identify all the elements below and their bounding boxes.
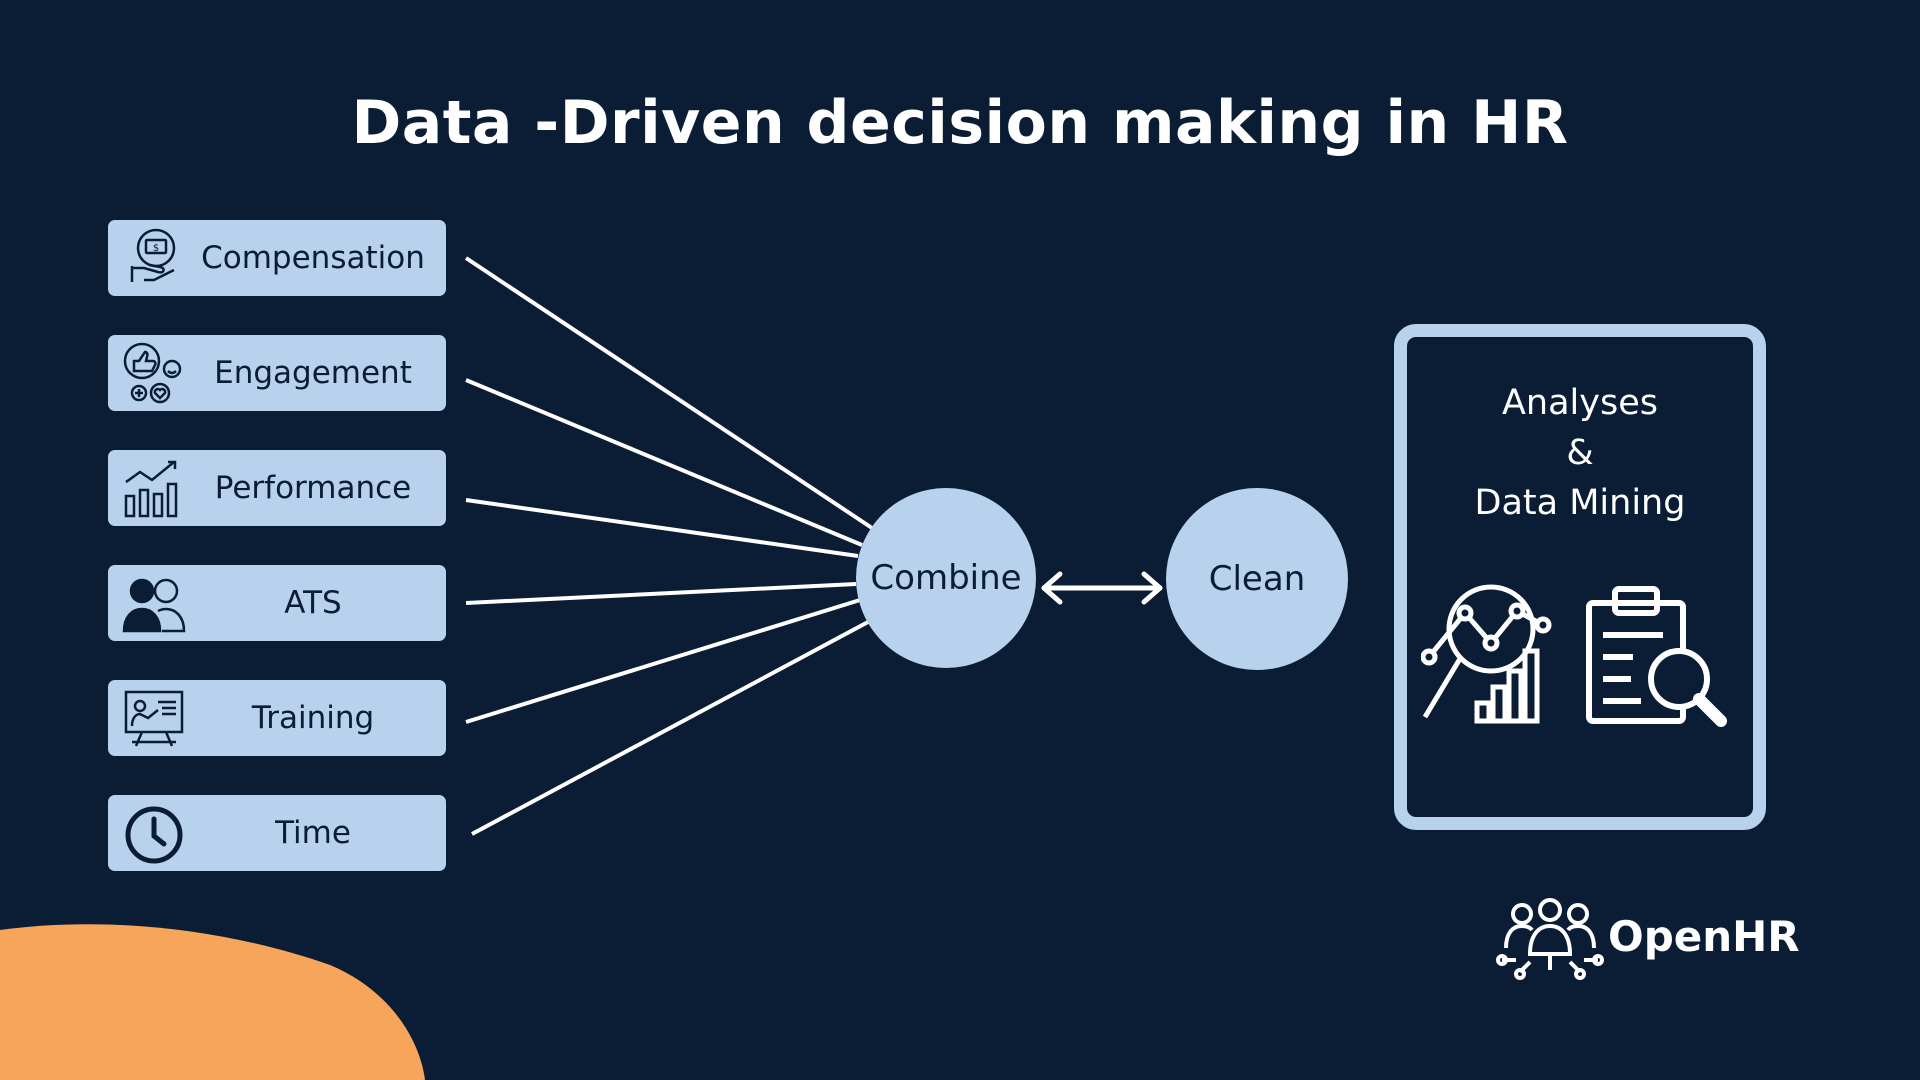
presentation-board-icon (124, 690, 184, 747)
clean-node: Clean (1166, 488, 1348, 670)
source-label: Time (275, 815, 351, 851)
source-label: Compensation (201, 240, 425, 276)
clock-icon (125, 806, 183, 864)
people-icon (122, 578, 186, 633)
svg-text:$: $ (153, 243, 159, 254)
connector-performance (465, 498, 859, 558)
thumbs-up-emoji-icon (123, 342, 182, 404)
hand-money-icon: $ (130, 228, 176, 282)
team-network-icon (1496, 898, 1604, 980)
analytics-chart-icon (1421, 584, 1552, 724)
connector-engagement (465, 378, 863, 547)
source-label: ATS (284, 585, 342, 621)
brand-name: OpenHR (1608, 912, 1800, 961)
connector-ats (465, 582, 857, 605)
source-label: Performance (214, 470, 412, 506)
clean-label: Clean (1208, 559, 1306, 599)
panel-line-3: Data Mining (1474, 483, 1686, 523)
source-performance: Performance (108, 450, 446, 526)
connector-training (465, 598, 861, 724)
panel-line-2: & (1566, 433, 1594, 473)
combine-node: Combine (856, 488, 1036, 668)
connector-compensation (464, 256, 874, 530)
source-time: Time (108, 795, 446, 871)
page-title: Data -Driven decision making in HR (351, 88, 1569, 158)
source-compensation: $ Compensation (108, 220, 446, 296)
source-training: Training (108, 680, 446, 756)
bar-chart-growth-icon (124, 460, 178, 518)
source-engagement: Engagement (108, 335, 446, 411)
combine-label: Combine (870, 558, 1022, 598)
analysis-panel: Analyses & Data Mining (1394, 324, 1766, 830)
double-arrow (1041, 571, 1163, 605)
source-ats: ATS (108, 565, 446, 641)
source-label: Training (251, 700, 375, 736)
connector-time (471, 620, 869, 836)
clipboard-search-icon (1586, 586, 1727, 727)
panel-line-1: Analyses (1501, 383, 1658, 423)
source-label: Engagement (214, 355, 412, 391)
